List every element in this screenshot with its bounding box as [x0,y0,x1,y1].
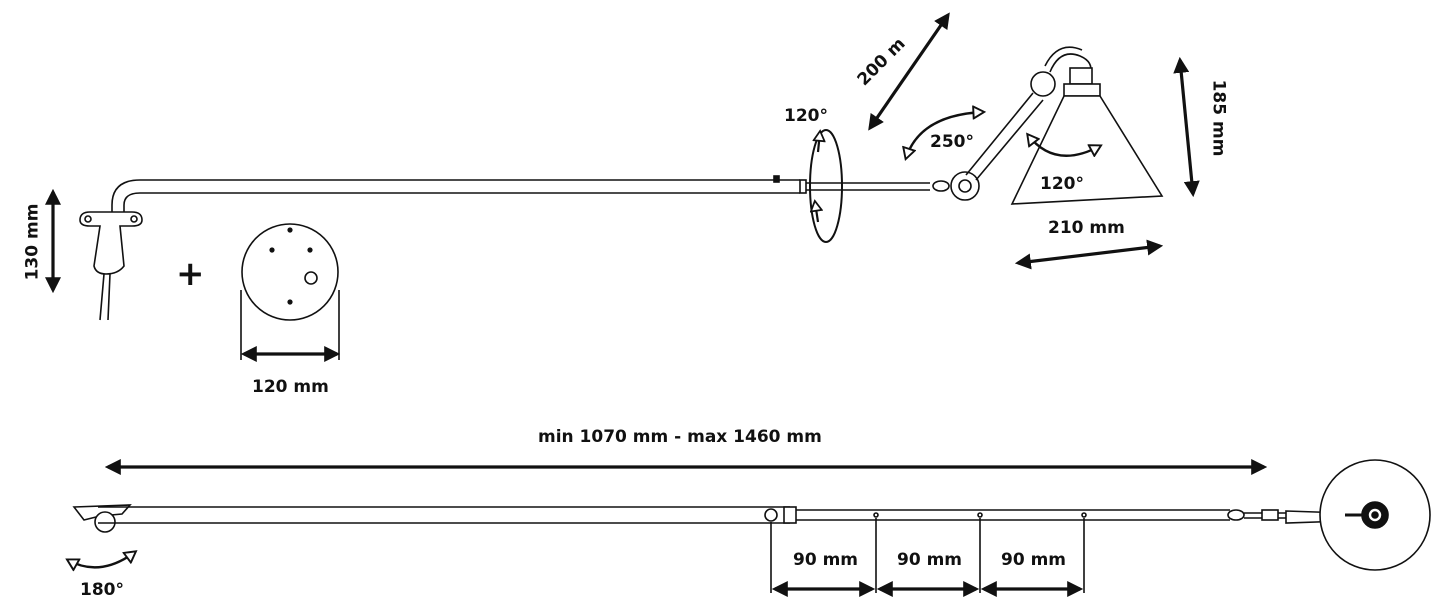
shade-rotation-arrow [1028,135,1100,156]
arm-rotation-label: 120° [784,106,828,126]
arm-rotation-ellipse [809,129,843,243]
arm-knob [773,175,780,183]
wall-lamp-side-view [79,46,1164,360]
shade-socket [1069,67,1093,85]
dimension-arrows-top [45,12,1200,362]
shade-rotation-label: 120° [1040,174,1084,194]
base-hole [287,299,293,305]
upper-arm [965,92,1044,181]
shade-collar [1063,83,1101,97]
arm-joint [799,179,807,194]
top-arm-outer [98,506,790,524]
elbow-rotation-label: 250° [930,132,974,152]
wall-mount-bracket [79,211,143,275]
top-elbow-knob [1227,509,1245,521]
shade-width-label: 210 mm [1048,218,1125,238]
base-hole [307,247,313,253]
power-cable [99,273,111,321]
extension-lines [770,518,1085,593]
top-shade-socket-center [1371,511,1379,519]
shade-hook-outer [1044,46,1083,67]
wall-height-label: 130 mm [22,203,43,281]
notch [873,512,879,518]
top-sleeve-joint [783,506,797,524]
elbow-knob [932,180,950,192]
base-rotation-arrow [68,552,135,567]
top-arm-extension [796,509,1230,521]
extension-step-label: 90 mm [897,550,963,570]
shade-height-label: 185 mm [1208,79,1229,157]
base-plate [241,223,339,321]
total-length-label: min 1070 mm - max 1460 mm [538,427,822,447]
base-diameter-label: 120 mm [252,377,329,397]
arm-segment-arrow [868,12,950,131]
base-hole [287,227,293,233]
extension-step-label: 90 mm [793,550,859,570]
lamp-shade [1010,95,1164,205]
base-rotation-label: 180° [80,580,124,600]
dimension-arrows-bottom [104,459,1268,597]
arm-rotation-arrow-top [818,132,820,153]
arm-lower-line [123,192,800,215]
elbow-joint-inner [958,179,972,193]
arm-rotation-arrow-bottom [815,202,818,223]
shade-height-arrow [1173,56,1200,198]
extension-step-label: 90 mm [1001,550,1067,570]
mount-screw-right [130,215,138,223]
shade-width-arrow [1014,239,1164,270]
top-mount-pivot [94,511,116,533]
arm-extension [800,182,930,191]
top-joint [1261,509,1279,521]
plus-sign: + [176,254,205,294]
base-hole [269,247,275,253]
top-arm-knob [764,508,778,522]
base-cable-hole [304,271,318,285]
notch [977,512,983,518]
mount-screw-left [84,215,92,223]
lamp-top-view [68,459,1431,593]
arm-upper-line [111,179,800,215]
shade-joint [1030,71,1056,97]
notch [1081,512,1087,518]
